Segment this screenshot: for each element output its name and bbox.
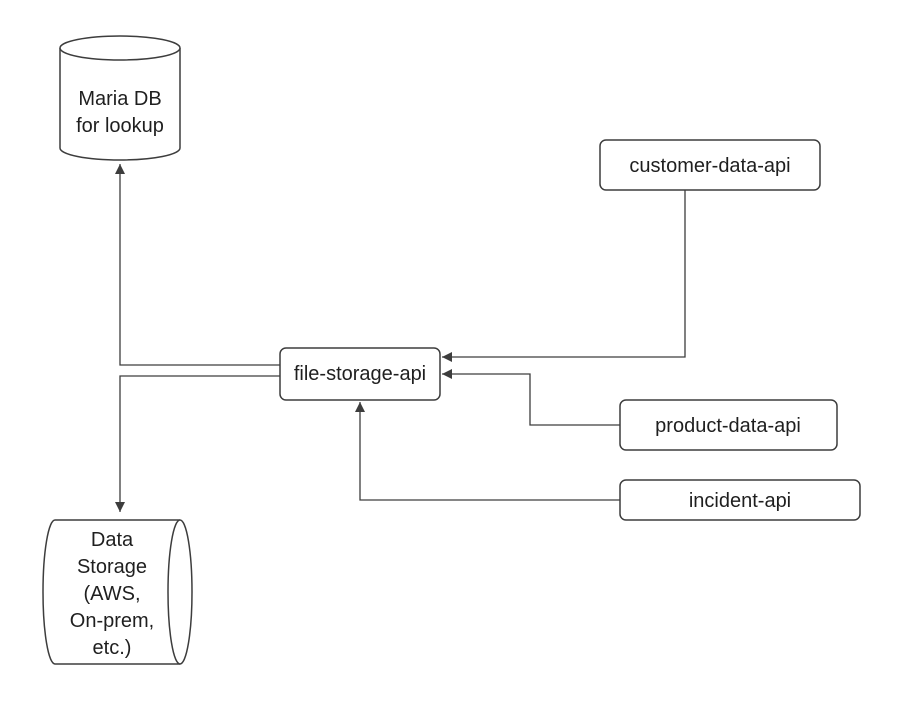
incident-api-node[interactable]: incident-api	[619, 479, 861, 521]
data-storage-node[interactable]: Data Storage (AWS, On-prem, etc.)	[42, 519, 193, 665]
edge-product-data-api-to-file-storage	[442, 369, 620, 426]
customer-data-api-node[interactable]: customer-data-api	[599, 139, 821, 191]
maria-db-node[interactable]: Maria DB for lookup	[59, 35, 181, 161]
customer-data-api-label: customer-data-api	[629, 155, 790, 177]
data-storage-label-line-2: Storage	[77, 556, 147, 578]
maria-db-label-line-2: for lookup	[76, 115, 164, 137]
maria-db-label-line-1: Maria DB	[78, 88, 161, 110]
edge-incident-api-to-file-storage	[355, 402, 620, 501]
edge-file-storage-to-data-storage	[115, 375, 280, 512]
data-storage-label-line-1: Data	[91, 529, 134, 551]
edge-customer-data-api-to-file-storage	[442, 190, 686, 362]
product-data-api-node[interactable]: product-data-api	[619, 399, 838, 451]
file-storage-api-node[interactable]: file-storage-api	[279, 347, 441, 401]
data-storage-label-line-5: etc.)	[93, 637, 132, 659]
data-storage-label-line-3: (AWS,	[83, 583, 140, 605]
edge-file-storage-to-maria-db	[115, 164, 280, 366]
product-data-api-label: product-data-api	[655, 415, 801, 437]
file-storage-api-label: file-storage-api	[294, 363, 426, 385]
data-storage-label-line-4: On-prem,	[70, 610, 154, 632]
incident-api-label: incident-api	[689, 490, 791, 512]
